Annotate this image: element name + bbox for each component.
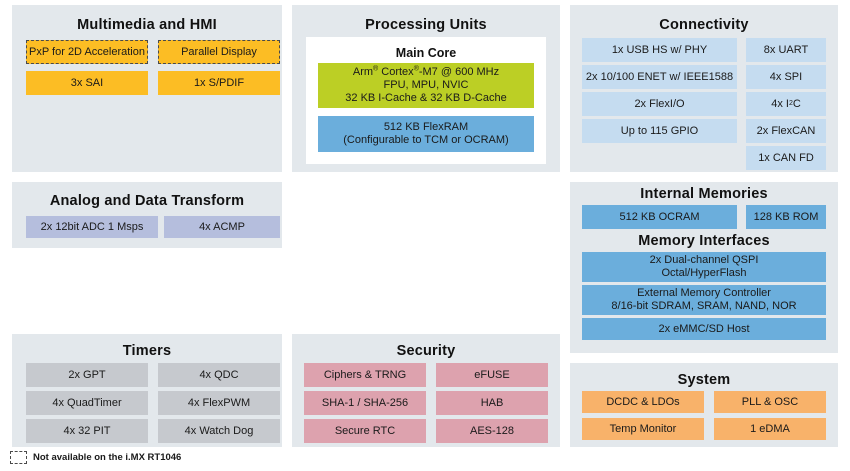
panel-processing-units: Processing Units Main Core Arm® Cortex®-… [292, 5, 560, 172]
footnote-text: Not available on the i.MX RT1046 [33, 452, 182, 463]
cpu-line-2: FPU, MPU, NVIC [383, 78, 469, 91]
flexram-line-2: (Configurable to TCM or OCRAM) [343, 134, 509, 146]
block-pll-osc[interactable]: PLL & OSC [714, 391, 826, 413]
cpu-line-1: Arm® Cortex®-M7 @ 600 MHz [352, 65, 500, 79]
block-external-memory-controller[interactable]: External Memory Controller 8/16-bit SDRA… [582, 285, 826, 315]
main-core-title: Main Core [395, 46, 457, 60]
panel-security: Security Ciphers & TRNG SHA-1 / SHA-256 … [292, 334, 560, 447]
qspi-line-2: Octal/HyperFlash [661, 267, 747, 279]
block-can-fd[interactable]: 1x CAN FD [746, 146, 826, 170]
dashed-swatch-icon [10, 451, 27, 464]
block-3x-sai[interactable]: 3x SAI [26, 71, 148, 95]
panel-title-security: Security [396, 343, 456, 359]
block-parallel-display[interactable]: Parallel Display [158, 40, 280, 64]
panel-title-timers: Timers [122, 343, 172, 359]
block-enet-ieee1588[interactable]: 2x 10/100 ENET w/ IEEE1588 [582, 65, 737, 89]
block-watchdog[interactable]: 4x Watch Dog [158, 419, 280, 443]
emc-line-2: 8/16-bit SDRAM, SRAM, NAND, NOR [611, 300, 797, 312]
block-qspi[interactable]: 2x Dual-channel QSPI Octal/HyperFlash [582, 252, 826, 282]
cpu-reg-mark-2: ® [413, 65, 419, 73]
cpu-arm-text: Arm [352, 65, 374, 78]
block-flexio[interactable]: 2x FlexI/O [582, 92, 737, 116]
block-emmc-sd-host[interactable]: 2x eMMC/SD Host [582, 318, 826, 340]
panel-multimedia-and-hmi: Multimedia and HMI PxP for 2D Accelerati… [12, 5, 282, 172]
block-ocram[interactable]: 512 KB OCRAM [582, 205, 737, 229]
block-sha[interactable]: SHA-1 / SHA-256 [304, 391, 426, 415]
panel-analog-and-data-transform: Analog and Data Transform 2x 12bit ADC 1… [12, 182, 282, 248]
block-flexram[interactable]: 512 KB FlexRAM (Configurable to TCM or O… [318, 116, 534, 152]
panel-timers: Timers 2x GPT 4x QuadTimer 4x 32 PIT 4x … [12, 334, 282, 447]
block-acmp[interactable]: 4x ACMP [164, 216, 280, 238]
panel-title-multimedia: Multimedia and HMI [77, 17, 217, 33]
cpu-cortex-text: Cortex [378, 65, 414, 78]
block-qdc[interactable]: 4x QDC [158, 363, 280, 387]
block-gpio[interactable]: Up to 115 GPIO [582, 119, 737, 143]
block-1x-spdif[interactable]: 1x S/PDIF [158, 71, 280, 95]
block-quadtimer[interactable]: 4x QuadTimer [26, 391, 148, 415]
emc-line-1: External Memory Controller [637, 286, 771, 299]
block-efuse[interactable]: eFUSE [436, 363, 548, 387]
panel-system: System DCDC & LDOs Temp Monitor PLL & OS… [570, 363, 838, 447]
block-pit[interactable]: 4x 32 PIT [26, 419, 148, 443]
block-edma[interactable]: 1 eDMA [714, 418, 826, 440]
block-temp-monitor[interactable]: Temp Monitor [582, 418, 704, 440]
block-usb-hs-phy[interactable]: 1x USB HS w/ PHY [582, 38, 737, 62]
block-main-core-cpu[interactable]: Arm® Cortex®-M7 @ 600 MHz FPU, MPU, NVIC… [318, 63, 534, 108]
block-spi[interactable]: 4x SPI [746, 65, 826, 89]
cpu-model-text: -M7 @ 600 MHz [418, 65, 500, 78]
block-uart[interactable]: 8x UART [746, 38, 826, 62]
block-flexpwm[interactable]: 4x FlexPWM [158, 391, 280, 415]
panel-title-analog: Analog and Data Transform [49, 193, 245, 209]
panel-memories: Internal Memories 512 KB OCRAM 128 KB RO… [570, 182, 838, 353]
main-core-container: Main Core Arm® Cortex®-M7 @ 600 MHz FPU,… [306, 37, 546, 164]
block-pxp-2d-acceleration[interactable]: PxP for 2D Acceleration [26, 40, 148, 64]
block-gpt[interactable]: 2x GPT [26, 363, 148, 387]
panel-title-memory-interfaces: Memory Interfaces [638, 233, 770, 249]
cpu-reg-mark-1: ® [373, 65, 379, 73]
block-adc[interactable]: 2x 12bit ADC 1 Msps [26, 216, 158, 238]
block-aes-128[interactable]: AES-128 [436, 419, 548, 443]
panel-title-processing-units: Processing Units [365, 17, 487, 33]
block-dcdc-ldos[interactable]: DCDC & LDOs [582, 391, 704, 413]
legend-footnote: Not available on the i.MX RT1046 [10, 451, 181, 464]
panel-title-system: System [677, 372, 731, 388]
block-hab[interactable]: HAB [436, 391, 548, 415]
block-rom[interactable]: 128 KB ROM [746, 205, 826, 229]
panel-title-connectivity: Connectivity [659, 17, 749, 33]
block-flexcan[interactable]: 2x FlexCAN [746, 119, 826, 143]
i2c-suffix: C [792, 97, 801, 110]
flexram-line-1: 512 KB FlexRAM [383, 120, 469, 133]
i2c-prefix: 4x I [771, 97, 789, 110]
panel-connectivity: Connectivity 1x USB HS w/ PHY 2x 10/100 … [570, 5, 838, 172]
block-secure-rtc[interactable]: Secure RTC [304, 419, 426, 443]
cpu-line-3: 32 KB I-Cache & 32 KB D-Cache [345, 92, 507, 105]
panel-title-internal-memories: Internal Memories [640, 186, 768, 202]
block-ciphers-trng[interactable]: Ciphers & TRNG [304, 363, 426, 387]
qspi-line-1: 2x Dual-channel QSPI [649, 253, 759, 266]
